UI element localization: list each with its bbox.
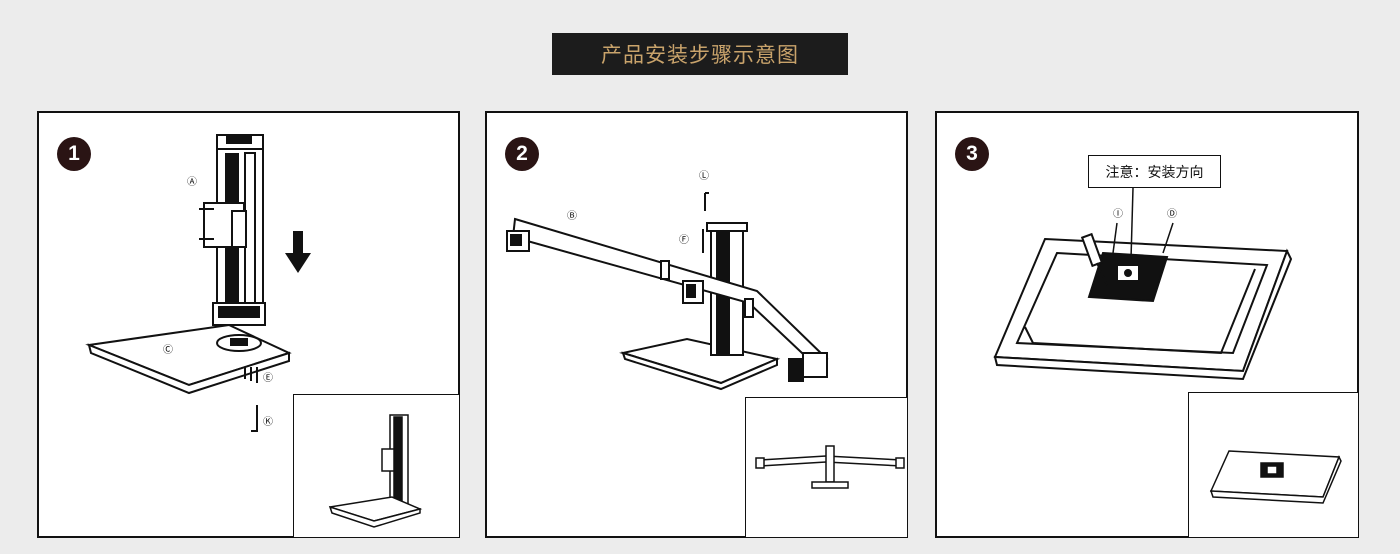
- label-column: Ⓐ: [187, 176, 197, 188]
- base-part: [619, 337, 781, 391]
- step-1-panel: 1 Ⓐ Ⓒ: [37, 111, 460, 538]
- step-3-illustration: Ⓘ Ⓓ: [993, 187, 1293, 381]
- step-2-result-inset: [745, 397, 908, 538]
- key-part: [704, 192, 709, 211]
- label-screws: Ⓔ: [263, 372, 273, 384]
- label-key: Ⓛ: [699, 170, 709, 182]
- label-base: Ⓒ: [163, 344, 173, 356]
- label-bolt: Ⓕ: [679, 234, 689, 246]
- label-arm: Ⓑ: [567, 210, 577, 222]
- page-title: 产品安装步骤示意图: [552, 33, 848, 75]
- step-3-badge: 3: [955, 137, 989, 171]
- step-2-panel: 2 Ⓑ Ⓛ Ⓕ: [485, 111, 908, 538]
- orientation-note: 注意：安装方向: [1088, 155, 1221, 188]
- screwdriver-part: [1080, 232, 1108, 286]
- step-1-result-inset: [293, 394, 460, 538]
- step-2-badge: 2: [505, 137, 539, 171]
- arm-part: [506, 217, 829, 382]
- screws-part: [244, 367, 258, 383]
- label-screw: Ⓘ: [1113, 208, 1123, 220]
- monitor-back-part: [993, 237, 1293, 381]
- column-part: [199, 134, 266, 326]
- wrench-part: [251, 405, 258, 432]
- base-part: [85, 323, 292, 395]
- step-1-illustration: Ⓐ Ⓒ Ⓔ Ⓚ: [85, 134, 311, 432]
- step-2-illustration: Ⓑ Ⓛ Ⓕ: [506, 170, 829, 391]
- step-3-panel: 3 注意：安装方向 Ⓘ Ⓓ: [935, 111, 1359, 538]
- step-3-result-inset: [1188, 392, 1359, 538]
- mount-plate-part: [1087, 251, 1169, 303]
- label-plate: Ⓓ: [1167, 208, 1177, 220]
- step-1-badge: 1: [57, 137, 91, 171]
- down-arrow-icon: [285, 231, 311, 273]
- label-wrench: Ⓚ: [263, 416, 273, 428]
